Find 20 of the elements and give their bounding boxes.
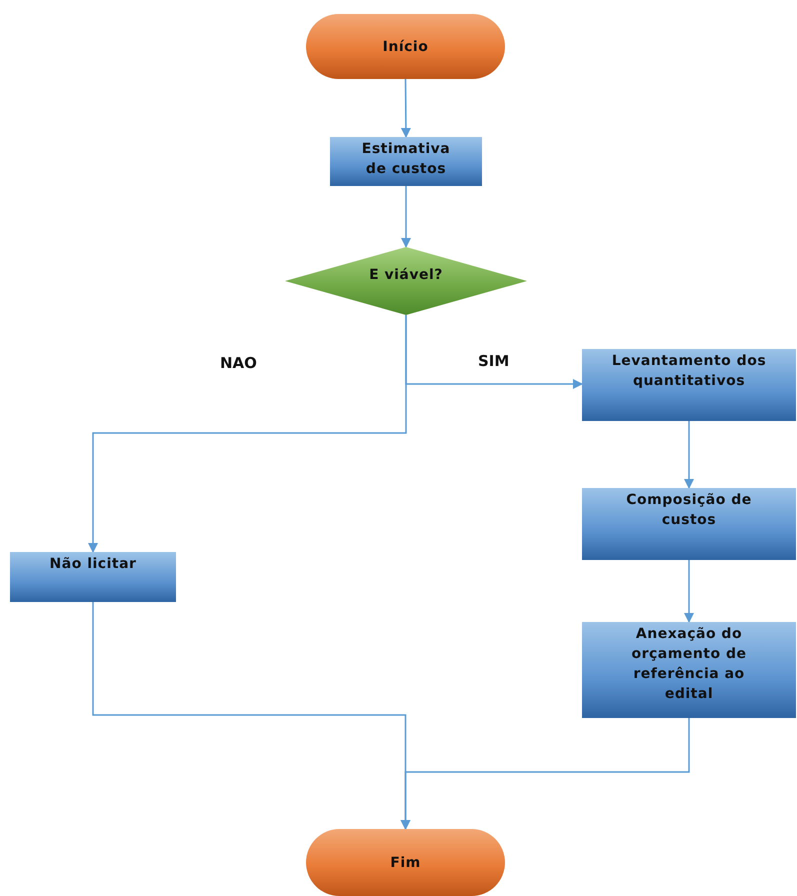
node-label: Estimativa de custos <box>360 140 452 179</box>
process-box <box>582 488 796 560</box>
connector-arrow <box>684 421 694 489</box>
node-label: Não licitar <box>50 555 136 574</box>
node-label: Início <box>382 38 428 56</box>
node-label: Anexação do orçamento de referência ao edital <box>630 625 748 704</box>
process-box <box>582 349 796 421</box>
decision-diamond <box>285 247 527 315</box>
process-box <box>330 137 482 186</box>
connector-arrow <box>88 315 407 553</box>
connector-arrow <box>684 560 694 623</box>
connector-arrow <box>400 718 690 830</box>
node-label: Levantamento dos quantitativos <box>610 352 768 391</box>
process-box <box>10 552 176 602</box>
node-label: Composição de custos <box>625 491 753 530</box>
connector-arrow <box>401 186 411 248</box>
node-label: Fim <box>390 854 421 872</box>
process-box <box>582 622 796 718</box>
node-label: E viável? <box>369 266 443 285</box>
connector-arrow <box>400 79 411 138</box>
